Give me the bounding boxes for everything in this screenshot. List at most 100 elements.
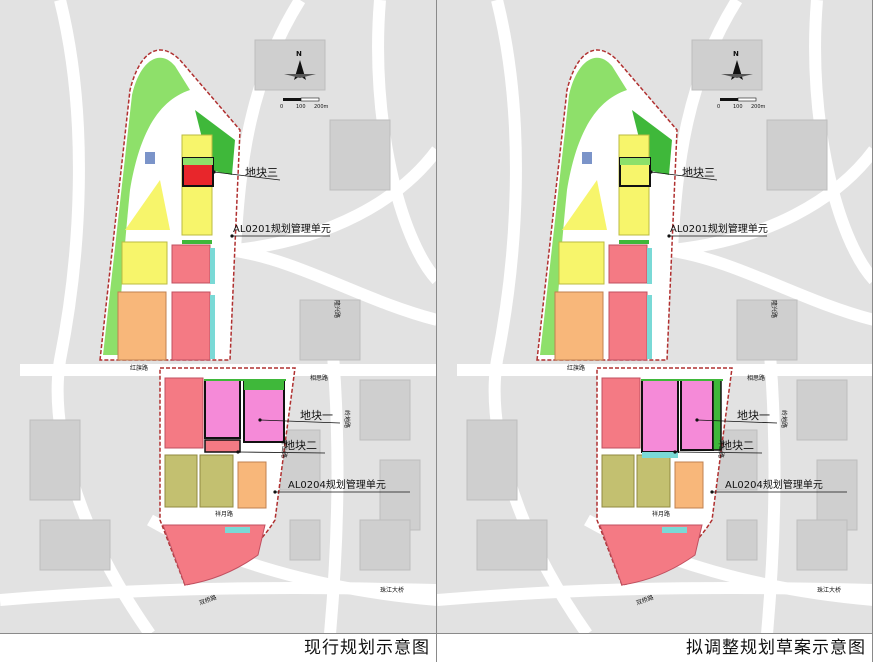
parcel-three-green-top xyxy=(183,158,213,165)
strip-green-b xyxy=(641,379,723,381)
callout-parcel3: 地块三 xyxy=(682,166,715,179)
leader-dot-parcel2 xyxy=(673,450,677,454)
strip-cyan-b xyxy=(647,295,652,359)
road-2 xyxy=(229,244,436,326)
parcel-pink-d xyxy=(162,524,266,586)
road-7 xyxy=(437,582,872,606)
road-label-r6: 珠江大桥 xyxy=(817,586,841,594)
road-1 xyxy=(229,0,306,251)
parcel-one-b xyxy=(680,379,714,451)
parcel-one-green xyxy=(244,380,284,390)
parcel-orange-b xyxy=(237,461,267,509)
parcel-two xyxy=(204,439,241,453)
parcel-yellow-wedge xyxy=(562,180,607,230)
city-block-7 xyxy=(476,519,548,571)
road-8 xyxy=(809,0,872,285)
water-block xyxy=(582,152,592,164)
city-block-3 xyxy=(796,379,848,441)
leader-dot-unit_b xyxy=(273,490,277,494)
road-7 xyxy=(0,582,436,606)
parcel-yellow-b xyxy=(558,241,605,285)
strip-green-a xyxy=(619,240,649,244)
callout-unit_b: AL0204规划管理单元 xyxy=(288,478,386,491)
parcel-pink-a xyxy=(608,244,648,284)
city-block-1 xyxy=(329,119,391,191)
parcel-pink-b xyxy=(608,291,648,361)
city-block-8 xyxy=(359,519,411,571)
leader-line-parcel1 xyxy=(259,419,341,424)
parcel-two xyxy=(642,452,678,458)
park-green-north xyxy=(103,57,190,356)
water-block xyxy=(145,152,155,164)
parcel-pink-d xyxy=(599,524,703,586)
compass-cross-icon xyxy=(721,74,753,78)
callout-parcel3: 地块三 xyxy=(245,166,278,179)
parcel-olive-a xyxy=(164,454,198,508)
callout-unit_a: AL0201规划管理单元 xyxy=(233,222,331,235)
strip-cyan-b xyxy=(210,295,215,359)
parcel-one-a xyxy=(204,379,241,439)
leader-line-parcel2 xyxy=(237,451,326,454)
road-1 xyxy=(666,0,743,251)
parcel-yellow-b xyxy=(121,241,168,285)
city-block-5 xyxy=(816,459,858,531)
north-label: N xyxy=(733,50,739,58)
parcel-pink-c xyxy=(601,377,641,449)
parcel-pink-a xyxy=(171,244,211,284)
callout-unit_b: AL0204规划管理单元 xyxy=(725,478,823,491)
city-block-6 xyxy=(466,419,518,501)
scale-tick-100: 100 xyxy=(733,104,743,110)
city-block-2 xyxy=(736,299,798,361)
callout-unit_a: AL0201规划管理单元 xyxy=(670,222,768,235)
strip-cyan-c xyxy=(225,527,250,533)
road-label-r8: 坪山路 xyxy=(280,440,288,458)
road-label-r5: 祥月路 xyxy=(215,510,233,518)
scale-tick-200: 200m xyxy=(751,104,766,110)
strip-cyan-a xyxy=(647,248,652,284)
leader-dot-parcel3 xyxy=(649,170,653,174)
north-label: N xyxy=(296,50,302,58)
city-block-0 xyxy=(254,39,326,91)
road-label-r1: 红旗路 xyxy=(130,364,148,372)
road-label-r4: 岭地路 xyxy=(780,410,788,428)
strip-green-a xyxy=(182,240,212,244)
road-label-r1: 红旗路 xyxy=(567,364,585,372)
road-label-r6: 珠江大桥 xyxy=(380,586,404,594)
leader-line-parcel1 xyxy=(696,419,778,424)
city-block-4 xyxy=(279,429,321,491)
city-block-5 xyxy=(379,459,421,531)
park-green-small xyxy=(632,110,672,175)
scale-bar-half xyxy=(300,97,320,102)
current-plan-caption: 现行规划示意图 xyxy=(0,633,436,662)
parcel-orange-a xyxy=(117,291,167,361)
park-green-north xyxy=(540,57,627,356)
leader-dot-parcel2 xyxy=(236,450,240,454)
road-3 xyxy=(234,146,436,256)
city-block-6 xyxy=(29,419,81,501)
parcel-three-green-top xyxy=(620,158,650,165)
leader-dot-unit_b xyxy=(710,490,714,494)
parcel-olive-a xyxy=(601,454,635,508)
road-label-r3: 隆兴路 xyxy=(333,300,341,318)
city-block-1 xyxy=(766,119,828,191)
leader-dot-parcel1 xyxy=(695,418,699,422)
parcel-orange-a xyxy=(554,291,604,361)
road-8 xyxy=(372,0,436,285)
road-label-r4: 岭地路 xyxy=(343,410,351,428)
callout-parcel2: 地块二 xyxy=(721,439,754,452)
scale-tick-0: 0 xyxy=(280,104,283,110)
city-block-2 xyxy=(299,299,361,361)
callout-parcel1: 地块一 xyxy=(300,409,333,422)
strip-cyan-c xyxy=(662,527,687,533)
callout-parcel1: 地块一 xyxy=(737,409,770,422)
road-label-r2: 相思路 xyxy=(747,374,765,382)
parcel-orange-b xyxy=(674,461,704,509)
city-block-9 xyxy=(289,519,321,561)
leader-dot-parcel1 xyxy=(258,418,262,422)
city-block-0 xyxy=(691,39,763,91)
proposed-plan-caption: 拟调整规划草案示意图 xyxy=(437,633,872,662)
park-green-small xyxy=(195,110,235,175)
